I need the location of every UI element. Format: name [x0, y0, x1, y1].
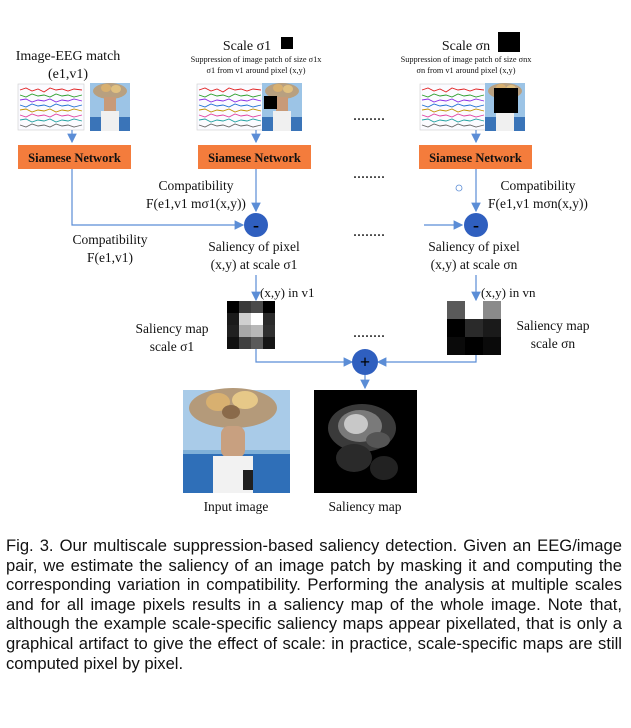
minus-symbol-scale1: - [253, 215, 259, 235]
mask-patch-scalen [494, 88, 518, 113]
scale1-square [281, 37, 293, 49]
sum-node: + [352, 349, 378, 375]
saliency-pixel-sn-line1: Saliency of pixel [428, 239, 520, 254]
scale1-title: Scale σ1 [223, 39, 271, 54]
scalen-square [498, 32, 520, 52]
saliency-map-label: Saliency map [328, 499, 401, 514]
siamese-network-scalen: Siamese Network [419, 145, 532, 169]
final-saliency-map [314, 390, 417, 493]
saliency-map-sn-line1: Saliency map [516, 318, 589, 333]
siamese-network-left: Siamese Network [18, 145, 131, 169]
figure-diagram: Image-EEG match (e1,v1) Scale σ1 Suppres… [16, 32, 590, 514]
dots-row4: ........ [353, 324, 385, 341]
figure-caption: Fig. 3. Our multiscale suppression-based… [6, 536, 622, 673]
xy-in-v1-label: (x,y) in v1 [260, 285, 315, 300]
compat-sn-line2: F(e1,v1 mσn(x,y)) [488, 196, 588, 211]
input-image [183, 388, 290, 493]
left-header-line1: Image-EEG match [16, 49, 121, 64]
dots-row2: ........ [353, 165, 385, 182]
subtract-node-scale1: - [244, 213, 268, 237]
eeg-signal-scalen [419, 83, 487, 131]
compat-s1-line1: Compatibility [158, 178, 233, 193]
scale1-line1: Suppression of image patch of size σ1x [191, 55, 323, 64]
minus-symbol-scalen: - [473, 215, 479, 235]
siamese-label-scalen: Siamese Network [429, 151, 522, 165]
eeg-signal-left [17, 83, 85, 131]
siamese-network-scale1: Siamese Network [198, 145, 311, 169]
dots-row3: ........ [353, 223, 385, 240]
saliency-pixel-s1-line1: Saliency of pixel [208, 239, 300, 254]
siamese-label-scale1: Siamese Network [208, 151, 301, 165]
scalen-line1: Suppression of image patch of size σnx [401, 55, 533, 64]
subtract-node-scalen: - [464, 213, 488, 237]
plus-symbol: + [360, 352, 370, 372]
dots-row1: ........ [353, 107, 385, 124]
compat-base-line1: Compatibility [72, 232, 147, 247]
saliency-pixel-sn-line2: (x,y) at scale σn [431, 257, 518, 272]
saliency-map-scale1 [227, 301, 275, 349]
saliency-pixel-s1-line2: (x,y) at scale σ1 [211, 257, 298, 272]
siamese-label-left: Siamese Network [28, 151, 121, 165]
saliency-map-s1-line2: scale σ1 [150, 339, 194, 354]
compat-sn-line1: Compatibility [500, 178, 575, 193]
scalen-title: Scale σn [442, 39, 490, 54]
compat-s1-line2: F(e1,v1 mσ1(x,y)) [146, 196, 246, 211]
saliency-map-sn-line2: scale σn [531, 336, 576, 351]
saliency-map-s1-line1: Saliency map [135, 321, 208, 336]
saliency-map-scalen [447, 301, 501, 355]
image-thumb-left [90, 83, 130, 131]
left-header-line2: (e1,v1) [48, 67, 88, 82]
xy-in-vn-label: (x,y) in vn [481, 285, 536, 300]
compat-base-line2: F(e1,v1) [87, 250, 133, 265]
scale1-line2: σ1 from v1 around pixel (x,y) [207, 66, 306, 75]
mask-patch-scale1 [264, 96, 277, 109]
scalen-line2: σn from v1 around pixel (x,y) [417, 66, 516, 75]
input-image-label: Input image [204, 499, 269, 514]
eeg-signal-scale1 [196, 83, 264, 131]
